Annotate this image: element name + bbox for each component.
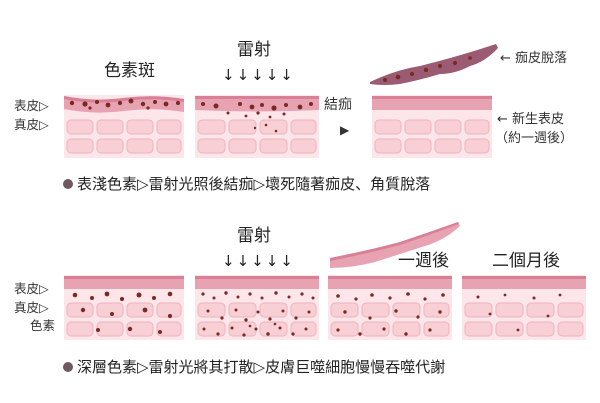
row1-caption-text: 表淺色素▷雷射光照後結痂▷壞死隨著痂皮、角質脫落: [77, 175, 431, 193]
row1-panel1-skin: [64, 95, 184, 158]
row2-side-label-dermis: 真皮▷: [14, 300, 49, 315]
row2-panel2-title: 雷射: [237, 226, 271, 246]
row1-side-label-dermis: 真皮▷: [14, 117, 49, 132]
row1-caption: 表淺色素▷雷射光照後結痂▷壞死隨著痂皮、角質脫落: [63, 177, 430, 192]
row2-caption-text: 深層色素▷雷射光將其打散▷皮膚巨噬細胞慢慢吞噬代謝: [77, 358, 446, 376]
row1-side-label-epidermis: 表皮▷: [14, 98, 49, 113]
caption-bullet-icon: [63, 179, 73, 189]
row1-transition-arrow: ▶: [340, 123, 350, 137]
row1-panel2-title: 雷射: [237, 40, 271, 60]
row1-panel2-skin: [195, 95, 319, 158]
row1-panel3-skin: [372, 95, 492, 158]
row1-panel1-title: 色素斑: [104, 61, 155, 81]
row2-panel4-title: 二個月後: [492, 251, 560, 271]
scab-pigment: [383, 56, 472, 82]
row1-laser-arrows: ↓↓↓↓↓: [222, 66, 295, 84]
row2-panel2-skin: [195, 275, 319, 340]
row1-scab-label: ← 痂皮脫落: [500, 51, 568, 66]
row2-side-label-epidermis: 表皮▷: [14, 281, 49, 296]
caption-bullet-icon: [63, 362, 73, 372]
row2-panel3-skin: [328, 275, 452, 340]
scab-shape: [370, 44, 498, 85]
row2-panel4-skin: [462, 275, 586, 340]
row1-transition-label: 結痂: [324, 97, 352, 113]
row2-panel3-title: 一週後: [398, 251, 449, 271]
row2-laser-arrows: ↓↓↓↓↓: [222, 252, 295, 270]
row1-new-skin-note: （約一週後）: [495, 131, 574, 146]
row2-caption: 深層色素▷雷射光將其打散▷皮膚巨噬細胞慢慢吞噬代謝: [63, 360, 445, 375]
row2-side-label-pigment: 色素: [30, 318, 56, 333]
row2-peel-top: [330, 222, 459, 261]
row2-panel1-skin: [64, 275, 184, 340]
row1-new-skin-label: ← 新生表皮: [497, 112, 565, 127]
